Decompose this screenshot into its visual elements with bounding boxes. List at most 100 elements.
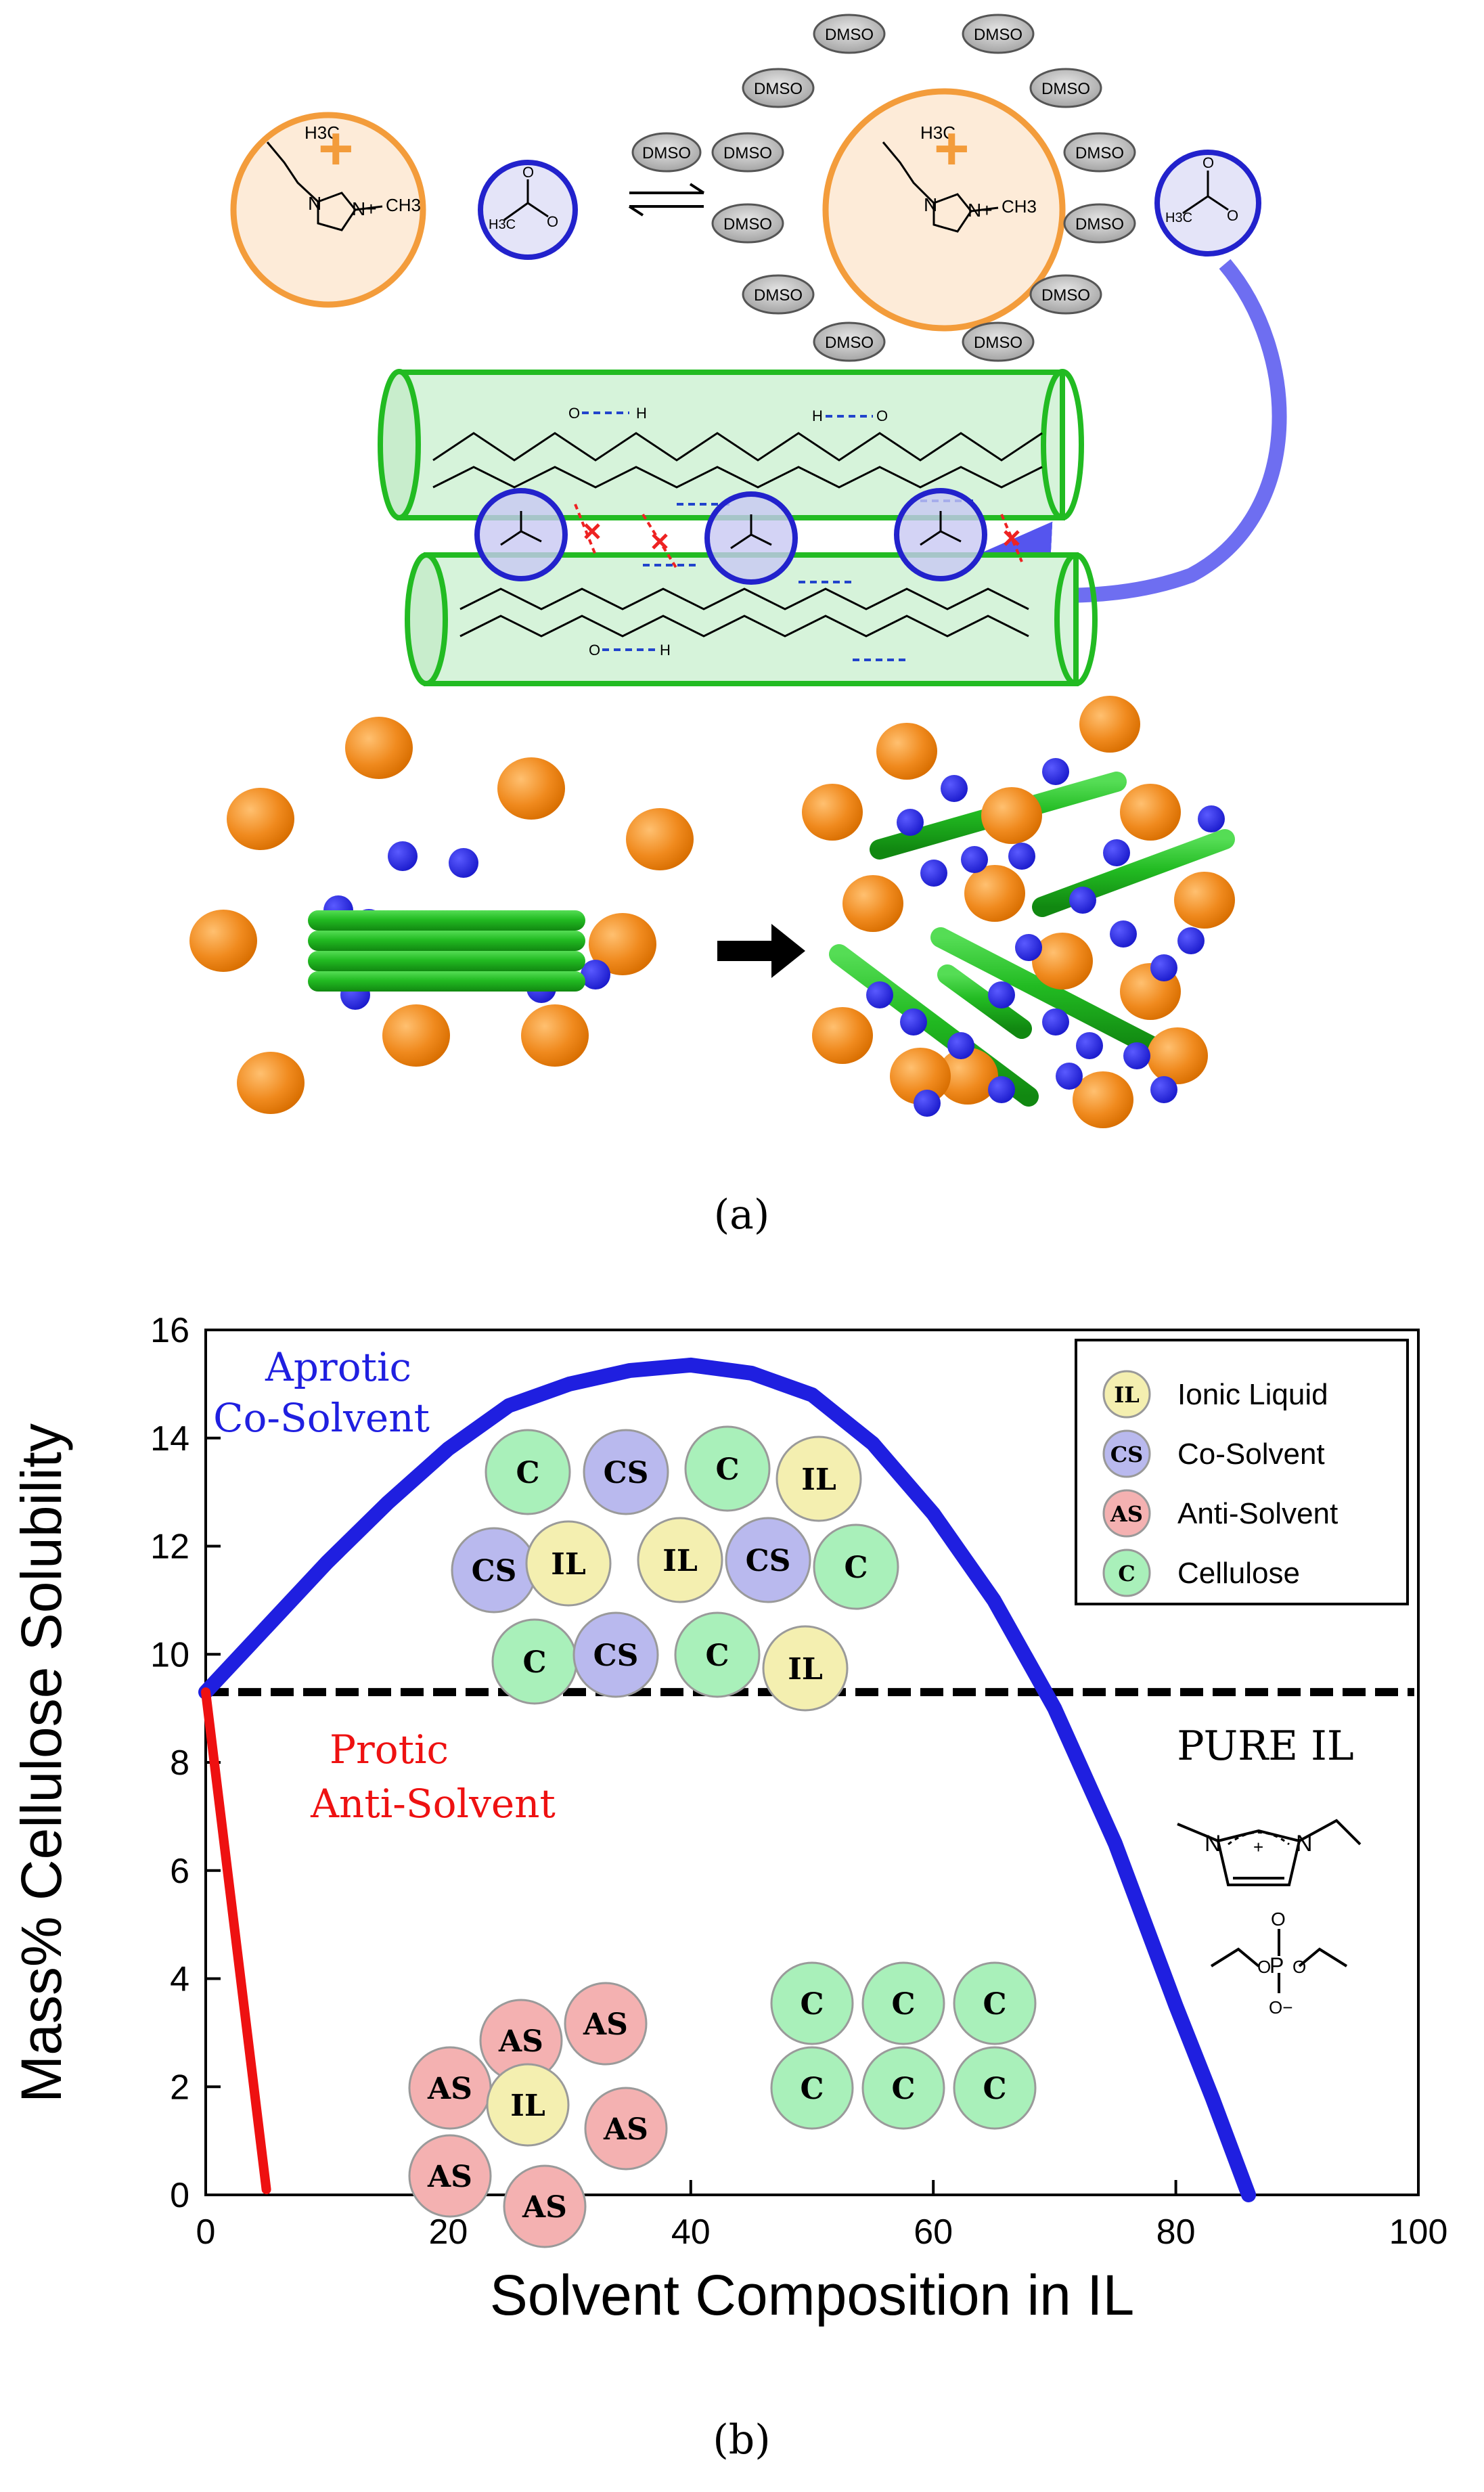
- dmso-text: DMSO: [754, 80, 803, 98]
- legend-symbol: AS: [1110, 1501, 1143, 1527]
- phosphate-molecule: P O O O O−: [1210, 1909, 1348, 2018]
- y-tick-label: 8: [170, 1743, 189, 1783]
- molecule-o-minus: O−: [1269, 1997, 1292, 2018]
- cluster-label: CS: [593, 1639, 639, 1673]
- cation-left-n2: N+: [352, 198, 377, 219]
- cluster-circle: C: [813, 1523, 899, 1610]
- cluster-circle: IL: [762, 1625, 849, 1712]
- anion-ball: [1123, 1042, 1150, 1069]
- caption-a: (a): [714, 1191, 770, 1239]
- legend-label: Co-Solvent: [1177, 1438, 1325, 1471]
- cluster-label: C: [983, 1987, 1006, 2022]
- series-protic-anti-solvent: [201, 1687, 271, 2195]
- cluster-label: CS: [604, 1456, 649, 1490]
- cluster-circle: C: [491, 1618, 578, 1705]
- dmso-molecule: DMSO: [1063, 132, 1136, 173]
- cluster-label: C: [844, 1551, 868, 1585]
- cluster-label: IL: [510, 2089, 545, 2123]
- annotation-anti-solvent: Anti-Solvent: [310, 1781, 556, 1827]
- molecule-plus: +: [1253, 1837, 1263, 1857]
- dissolution-before: [189, 717, 694, 1114]
- dmso-molecule: DMSO: [742, 68, 815, 108]
- cation-right-ch3: CH3: [1002, 196, 1037, 217]
- cation-ball: [345, 717, 413, 779]
- anion-ball: [1056, 1063, 1083, 1090]
- equilibrium-arrow: DMSO: [628, 132, 705, 217]
- anion-right-h3c: H3C: [1165, 210, 1192, 225]
- atom-label: H: [660, 642, 671, 659]
- cluster-circle: IL: [525, 1520, 612, 1607]
- cation-ball: [497, 757, 565, 820]
- cluster-circle: AS: [564, 1982, 648, 2066]
- molecule-n1: N: [1205, 1831, 1221, 1856]
- cation-right-plus: +: [934, 115, 970, 183]
- anion-ball: [961, 846, 988, 873]
- panel-a: H3C N N+ CH3 + O O H3C DMSO: [189, 14, 1287, 1239]
- cation-ball: [842, 875, 903, 932]
- cluster-label: IL: [662, 1544, 698, 1578]
- dmso-text: DMSO: [974, 26, 1022, 44]
- molecule-p: P: [1269, 1953, 1284, 1978]
- cation-ball: [890, 1048, 951, 1105]
- cluster-circle: AS: [408, 2134, 492, 2218]
- x-tick-label: 40: [671, 2212, 711, 2252]
- dmso-molecule: DMSO: [742, 274, 815, 315]
- anion-right-o1: O: [1202, 154, 1214, 171]
- cluster-label: AS: [522, 2190, 567, 2225]
- cation-ball: [1174, 872, 1235, 929]
- cluster-circle: C: [861, 1961, 945, 2045]
- cluster-label: C: [516, 1456, 539, 1490]
- cluster-circle: C: [770, 2046, 854, 2130]
- cluster-circle: CS: [572, 1611, 659, 1698]
- cluster-label: AS: [427, 2072, 472, 2106]
- cation-left-ch3: CH3: [386, 195, 421, 215]
- cluster-circle: C: [770, 1961, 854, 2045]
- cluster-label: C: [800, 1987, 824, 2022]
- cation-right-n1: N: [924, 194, 937, 215]
- cluster-label: IL: [551, 1547, 586, 1582]
- cluster-circle: C: [674, 1611, 761, 1698]
- cluster-circle: C: [684, 1425, 771, 1512]
- cation-left-h3c: H3C: [305, 123, 340, 143]
- cation-left-plus: +: [318, 115, 354, 183]
- x-axis-label: Solvent Composition in IL: [490, 2263, 1135, 2327]
- anion-ball: [1042, 758, 1069, 785]
- cation-right: H3C N N+ CH3 +: [822, 88, 1066, 332]
- y-tick-label: 4: [170, 1960, 189, 1999]
- molecule-o: O: [1271, 1909, 1286, 1930]
- y-tick-label: 0: [170, 2176, 189, 2215]
- cation-ball: [1079, 696, 1140, 753]
- cluster-circle: AS: [479, 1999, 563, 2083]
- cluster-label: C: [715, 1452, 739, 1487]
- dmso-molecule: DMSO: [1029, 274, 1102, 315]
- cation-left-n1: N: [308, 193, 321, 214]
- series-aprotic-co-solvent: [198, 1357, 1257, 2202]
- cation-ball: [937, 1048, 998, 1105]
- anion-ball: [581, 960, 610, 989]
- x-tick-label: 60: [914, 2212, 953, 2252]
- cluster-label: AS: [427, 2160, 472, 2194]
- cation-ball: [1073, 1071, 1133, 1128]
- legend-symbol: IL: [1114, 1382, 1139, 1408]
- cluster-circle: AS: [408, 2046, 492, 2130]
- anion-ball: [988, 981, 1015, 1008]
- legend-entry: IL Ionic Liquid: [1102, 1370, 1328, 1419]
- cluster-circle: CS: [583, 1429, 669, 1515]
- cluster-circle: IL: [775, 1436, 862, 1522]
- dmso-text: DMSO: [974, 334, 1022, 352]
- anion-ball: [897, 809, 924, 836]
- dmso-text: DMSO: [723, 144, 772, 162]
- dissolution-after: [802, 696, 1235, 1128]
- dmso-text: DMSO: [754, 286, 803, 305]
- dmso-molecule: DMSO: [1063, 203, 1136, 244]
- cation-ball: [227, 788, 294, 850]
- dissolution-arrow: [717, 924, 805, 978]
- legend-label: Ionic Liquid: [1177, 1378, 1328, 1411]
- cluster-label: C: [891, 1987, 915, 2022]
- cluster-circle: C: [861, 2046, 945, 2130]
